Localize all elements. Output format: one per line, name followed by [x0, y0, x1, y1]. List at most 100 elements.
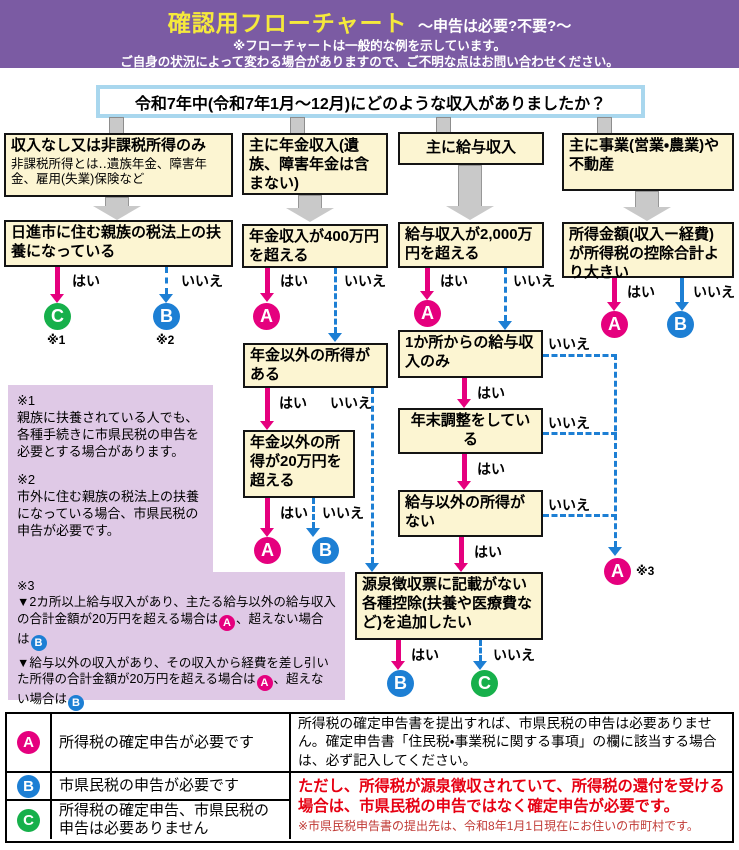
- table-icon-b: B: [7, 773, 52, 801]
- table-label-a: 所得税の確定申告が必要です: [52, 714, 291, 773]
- down-arrow-col4: [623, 191, 671, 221]
- yes-label: はい: [279, 395, 307, 411]
- yes-arrow-col1: [50, 267, 64, 303]
- note2-text: 市外に住む親族の税法上の扶養になっている場合、市県民税の申告が必要です。: [17, 488, 200, 539]
- no-label: いいえ: [548, 336, 590, 352]
- notes-box-upper: ※1 親族に扶養されている人でも、各種手続きに市県民税の申告を必要とする場合があ…: [8, 385, 213, 572]
- result-circle-b-col1: B: [153, 303, 180, 330]
- no-label: いいえ: [513, 273, 555, 289]
- ref-3-label: ※3: [636, 564, 655, 578]
- result-circle-a-rail: A: [604, 558, 631, 585]
- flow-box-no-income-title: 収入なし又は非課税所得のみ: [11, 137, 207, 154]
- header-note-2: ご自身の状況によって変わる場合がありますので、ご不明な点はお問い合わせください。: [120, 55, 619, 70]
- flow-box-no-income-sub: 非課税所得とは‥遺族年金、障害年金、雇用(失業)保険など: [11, 156, 207, 186]
- no-arrow-pension400: [328, 268, 342, 342]
- table-desc-bc: ただし、所得税が源泉徴収されていて、所得税の還付を受ける場合は、市県民税の申告で…: [291, 773, 732, 839]
- table-desc-bc-warning: ただし、所得税が源泉徴収されていて、所得税の還付を受ける場合は、市県民税の申告で…: [298, 778, 725, 816]
- ref-1-label: ※1: [47, 333, 66, 347]
- down-arrow-col2: [286, 195, 334, 222]
- yes-arrow-single-employer: [457, 378, 471, 408]
- flow-box-no-income: 収入なし又は非課税所得のみ 非課税所得とは‥遺族年金、障害年金、雇用(失業)保険…: [4, 133, 233, 197]
- no-line-year-end: [543, 432, 617, 435]
- yes-label: はい: [280, 273, 308, 289]
- table-desc-bc-note: ※市県民税申告書の提出先は、令和8年1月1日現在にお住いの市町村です。: [298, 818, 699, 833]
- header-title-line: 確認用フローチャート ～申告は必要?不要?～: [0, 0, 739, 38]
- table-icon-c: C: [7, 801, 52, 839]
- result-circle-b-pension: B: [312, 537, 339, 564]
- result-circle-c-col1: C: [44, 303, 71, 330]
- yes-label: はい: [474, 544, 502, 560]
- no-label: いいえ: [330, 395, 372, 411]
- result-badge-a-inline: A: [219, 614, 236, 631]
- note1-head: ※1: [17, 393, 36, 408]
- yes-label: はい: [72, 273, 100, 289]
- table-label-c: 所得税の確定申告、市県民税の申告は必要ありません: [52, 801, 291, 839]
- question-box: 令和7年中(令和7年1月～12月)にどのような収入がありましたか？: [96, 85, 645, 118]
- connector-col4: [597, 117, 612, 134]
- no-label: いいえ: [344, 273, 386, 289]
- table-desc-a: 所得税の確定申告書を提出すれば、市県民税の申告は必要ありません。確定申告書「住民…: [291, 714, 732, 773]
- flow-box-pension-over-400: 年金収入が400万円を超える: [242, 224, 388, 268]
- note3-text: ▼2カ所以上給与収入があり、主たる給与以外の給与収入の合計金額が20万円を超える…: [17, 595, 336, 626]
- connector-col2: [290, 117, 305, 134]
- yes-arrow-pension400: [260, 268, 274, 302]
- result-badge-b-inline: B: [30, 634, 47, 651]
- result-badge-b: B: [17, 774, 40, 798]
- note3-head: ※3: [17, 579, 35, 593]
- flow-box-non-pension-over-200k: 年金以外の所得が20万円を超える: [243, 430, 355, 498]
- connector-col1: [109, 117, 124, 134]
- result-circle-c-salary: C: [471, 670, 498, 697]
- no-label: いいえ: [548, 497, 590, 513]
- note3-text: ▼給与以外の収入があり、その収入から経費を差し引いた所得の合計金額が20万円を超…: [17, 655, 329, 687]
- yes-label: はい: [440, 273, 468, 289]
- no-label: いいえ: [181, 273, 223, 289]
- result-badge-b-inline: B: [68, 695, 85, 712]
- yes-arrow-col4: [607, 278, 621, 311]
- yes-label: はい: [477, 385, 505, 401]
- flow-box-pension-income: 主に年金収入(遺族、障害年金は含まない): [242, 133, 388, 195]
- no-label: いいえ: [693, 284, 735, 300]
- yes-arrow-add-deductions: [391, 640, 405, 670]
- result-circle-b-col4: B: [667, 311, 694, 338]
- notes-box-lower: ※3 ▼2カ所以上給与収入があり、主たる給与以外の給与収入の合計金額が20万円を…: [8, 572, 345, 712]
- no-rail-to-withholding-box: [365, 388, 379, 572]
- note3-line: ▼2カ所以上給与収入があり、主たる給与以外の給与収入の合計金額が20万円を超える…: [17, 594, 336, 651]
- yes-arrow-non-pension: [260, 388, 274, 430]
- flow-box-salary-income: 主に給与収入: [398, 132, 544, 165]
- no-label: いいえ: [322, 505, 364, 521]
- note3-text: 、超えない場合は: [17, 611, 324, 646]
- flow-box-year-end-adjustment: 年末調整をしている: [398, 408, 543, 454]
- flow-box-non-pension-income: 年金以外の所得がある: [243, 343, 388, 388]
- yes-arrow-year-end: [457, 454, 471, 490]
- page-title: 確認用フローチャート: [167, 10, 408, 36]
- flow-box-salary-over-2000: 給与収入が2,000万円を超える: [398, 222, 544, 268]
- no-arrow-col4: [675, 278, 689, 311]
- result-circle-a-salary2000: A: [414, 300, 441, 327]
- no-label: いいえ: [493, 647, 535, 663]
- result-circle-a-pension: A: [254, 537, 281, 564]
- no-arrow-over200k: [306, 498, 320, 537]
- page-header: 確認用フローチャート ～申告は必要?不要?～ ※フローチャートは一般的な例を示し…: [0, 0, 739, 70]
- result-badge-a: A: [17, 731, 40, 754]
- yes-arrow-no-other-income: [454, 537, 468, 572]
- yes-arrow-salary2000: [420, 268, 434, 300]
- table-label-b: 市県民税の申告が必要です: [52, 773, 291, 801]
- no-label: いいえ: [548, 415, 590, 431]
- no-rail-col3: [608, 354, 622, 556]
- result-circle-a-col2: A: [253, 303, 280, 330]
- yes-label: はい: [627, 284, 655, 300]
- result-circle-b-salary: B: [387, 670, 414, 697]
- note3-lines: ▼2カ所以上給与収入があり、主たる給与以外の給与収入の合計金額が20万円を超える…: [17, 594, 336, 712]
- page-title-suffix: ～申告は必要?不要?～: [417, 18, 572, 35]
- flow-box-business-income: 主に事業(営業・農業)や不動産: [562, 133, 734, 191]
- flow-box-no-other-income: 給与以外の所得がない: [398, 490, 543, 537]
- note1-text: 親族に扶養されている人でも、各種手続きに市県民税の申告を必要とする場合があります…: [17, 410, 200, 460]
- note3-line: ▼給与以外の収入があり、その収入から経費を差し引いた所得の合計金額が20万円を超…: [17, 655, 336, 712]
- no-arrow-col1: [159, 267, 173, 303]
- note2-head: ※2: [17, 471, 36, 487]
- no-arrow-salary2000: [498, 268, 512, 330]
- flow-box-single-employer: 1か所からの給与収入のみ: [398, 330, 543, 378]
- flow-box-nisshin-dependent: 日進市に住む親族の税法上の扶養になっている: [4, 220, 233, 267]
- yes-label: はい: [411, 647, 439, 663]
